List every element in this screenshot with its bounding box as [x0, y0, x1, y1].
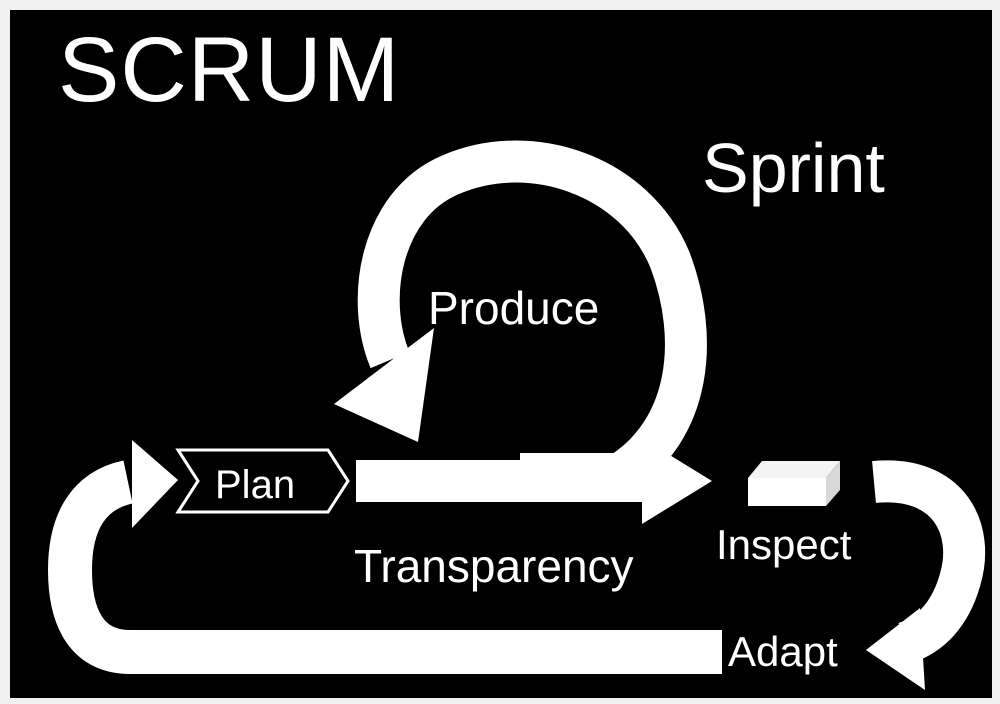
- transparency-arrow-shaft: [356, 460, 646, 502]
- inspect-label: Inspect: [716, 521, 852, 568]
- scrum-flow-graphic: [48, 140, 986, 690]
- plan-chevron-box: [175, 448, 350, 514]
- scrum-diagram-panel: SCRUM Sprint Produce Plan Transparency I…: [10, 10, 992, 698]
- plan-label: Plan: [215, 463, 296, 507]
- sprint-loop-arrow: [357, 140, 707, 495]
- inspect-adapt-arrowhead: [866, 608, 925, 690]
- transparency-arrowhead: [642, 438, 712, 524]
- adapt-label: Adapt: [728, 628, 838, 675]
- transparency-label: Transparency: [354, 540, 634, 592]
- inspect-adapt-arrow: [872, 460, 986, 663]
- sprint-loop-arrowhead: [334, 328, 434, 442]
- diagram-title: SCRUM: [58, 19, 401, 121]
- adapt-return-arrow: [48, 460, 722, 674]
- sprint-label: Sprint: [702, 129, 885, 207]
- adapt-return-arrowhead: [132, 440, 178, 528]
- increment-box-icon: [748, 461, 840, 506]
- produce-label: Produce: [428, 282, 600, 334]
